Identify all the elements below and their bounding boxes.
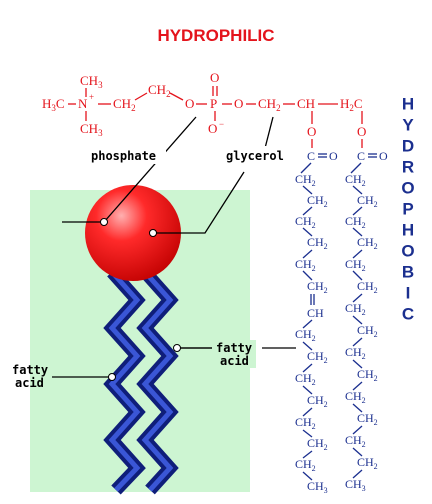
- svg-text:CH2: CH2: [307, 193, 328, 209]
- hydrophobic-title: HYDROPHOBIC: [399, 95, 418, 326]
- svg-text:O: O: [307, 124, 316, 139]
- svg-text:CH2: CH2: [307, 349, 328, 365]
- svg-text:CH3: CH3: [80, 121, 103, 138]
- svg-text:CH2: CH2: [295, 172, 316, 188]
- svg-text:CH2: CH2: [295, 371, 316, 387]
- svg-text:CH2: CH2: [295, 257, 316, 273]
- svg-text:CH2: CH2: [307, 279, 328, 295]
- svg-text:CH3: CH3: [80, 73, 103, 90]
- fatty-acid-label-right-2: acid: [220, 354, 249, 368]
- svg-text:CH2: CH2: [357, 323, 378, 339]
- svg-text:O: O: [185, 96, 194, 111]
- svg-text:O: O: [208, 121, 217, 136]
- svg-text:CH2: CH2: [345, 345, 366, 361]
- svg-text:CH2: CH2: [295, 457, 316, 473]
- svg-text:H2C: H2C: [340, 96, 363, 113]
- svg-text:CH2: CH2: [295, 327, 316, 343]
- polar-head-sphere: [85, 185, 181, 281]
- svg-text:CH2: CH2: [345, 389, 366, 405]
- svg-text:CH2: CH2: [148, 82, 171, 99]
- fatty-acid-label-left-1: fatty: [12, 363, 48, 377]
- fatty-acid-tail-left: [103, 267, 146, 495]
- chain-2-formula: C O CH2 CH2 CH2 CH2 CH2 CH2 CH2 CH2 CH2 …: [345, 149, 388, 493]
- svg-text:+: +: [89, 92, 94, 102]
- svg-text:−: −: [219, 119, 224, 129]
- svg-text:CH2: CH2: [345, 172, 366, 188]
- svg-text:CH2: CH2: [357, 367, 378, 383]
- svg-text:CH2: CH2: [295, 214, 316, 230]
- svg-text:C: C: [307, 149, 315, 163]
- svg-text:H3C: H3C: [42, 96, 65, 113]
- svg-text:CH2: CH2: [295, 415, 316, 431]
- phosphate-label: phosphate: [91, 149, 156, 163]
- chain-1-formula: C O CH2 CH2 CH2 CH2 CH2 CH2 CH CH2 CH2 C…: [295, 149, 338, 495]
- svg-text:C: C: [357, 149, 365, 163]
- svg-text:CH2: CH2: [345, 433, 366, 449]
- svg-text:CH2: CH2: [307, 235, 328, 251]
- svg-text:CH2: CH2: [357, 455, 378, 471]
- hydrophilic-title: HYDROPHILIC: [157, 26, 274, 45]
- svg-text:CH2: CH2: [357, 411, 378, 427]
- svg-text:CH2: CH2: [357, 235, 378, 251]
- head-group-formula: CH3 H3C N + CH3 CH2 CH2 O O P O − O CH2 …: [42, 70, 366, 148]
- svg-text:O: O: [234, 96, 243, 111]
- svg-text:P: P: [210, 96, 217, 111]
- svg-text:CH2: CH2: [357, 279, 378, 295]
- svg-text:O: O: [357, 124, 366, 139]
- svg-text:CH2: CH2: [345, 214, 366, 230]
- fatty-acid-tail-right: [136, 267, 179, 495]
- svg-text:O: O: [210, 70, 219, 85]
- svg-text:CH3: CH3: [307, 479, 328, 495]
- svg-text:CH2: CH2: [345, 301, 366, 317]
- svg-text:O: O: [379, 149, 388, 163]
- svg-text:CH2: CH2: [357, 193, 378, 209]
- svg-text:CH2: CH2: [258, 96, 281, 113]
- svg-text:CH2: CH2: [113, 96, 136, 113]
- svg-text:N: N: [78, 96, 88, 111]
- glycerol-label: glycerol: [226, 149, 284, 163]
- svg-text:CH: CH: [297, 96, 315, 111]
- svg-text:CH3: CH3: [345, 477, 366, 493]
- svg-text:CH2: CH2: [345, 257, 366, 273]
- fatty-acid-label-left-2: acid: [15, 376, 44, 390]
- fatty-acid-label-right-1: fatty: [216, 341, 252, 355]
- svg-text:CH2: CH2: [307, 393, 328, 409]
- svg-text:CH: CH: [307, 306, 324, 320]
- svg-text:O: O: [329, 149, 338, 163]
- svg-text:CH2: CH2: [307, 436, 328, 452]
